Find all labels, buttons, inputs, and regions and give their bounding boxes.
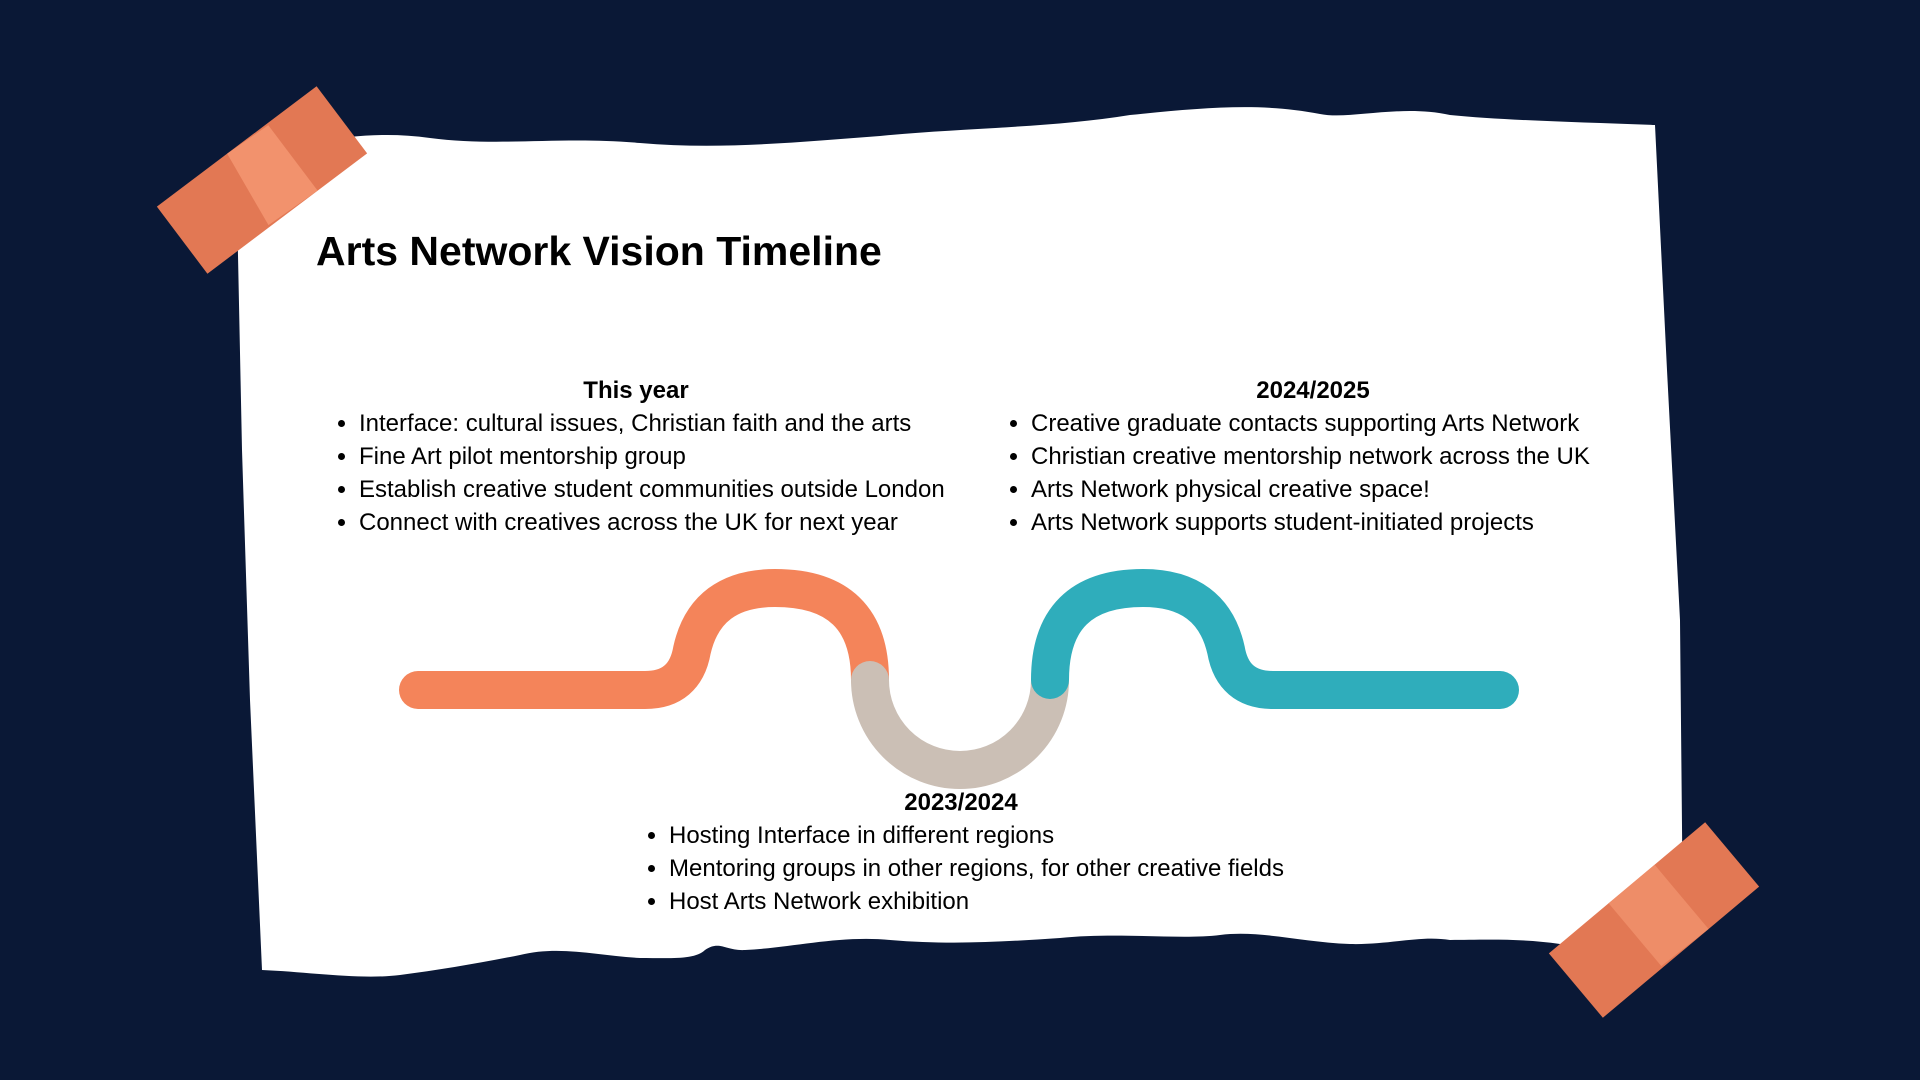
timeline-segment-2023-2024: [851, 661, 1069, 789]
phase-2024-2025: 2024/2025 Creative graduate contacts sup…: [988, 374, 1638, 539]
timeline-segment-this-year: [399, 568, 889, 709]
phase-item: Mentoring groups in other regions, for o…: [669, 852, 1296, 885]
timeline-track: [399, 568, 1519, 789]
phase-this-year: This year Interface: cultural issues, Ch…: [316, 374, 956, 539]
phase-item: Creative graduate contacts supporting Ar…: [1031, 407, 1638, 440]
paper-sheet: [236, 107, 1683, 977]
phase-item: Arts Network physical creative space!: [1031, 473, 1638, 506]
tape-bottom-right: [1548, 822, 1760, 1018]
phase-heading: This year: [583, 377, 689, 404]
phase-item: Arts Network supports student-initiated …: [1031, 506, 1638, 539]
phase-item: Christian creative mentorship network ac…: [1031, 440, 1638, 473]
phase-item: Hosting Interface in different regions: [669, 819, 1296, 852]
phase-item-list: Hosting Interface in different regions M…: [626, 819, 1296, 918]
phase-heading: 2023/2024: [904, 789, 1018, 816]
phase-2023-2024: 2023/2024 Hosting Interface in different…: [626, 786, 1296, 918]
phase-item: Interface: cultural issues, Christian fa…: [359, 407, 956, 440]
phase-item-list: Interface: cultural issues, Christian fa…: [316, 407, 956, 539]
tape-top-left: [156, 86, 368, 274]
page-title: Arts Network Vision Timeline: [316, 228, 882, 274]
phase-item: Host Arts Network exhibition: [669, 885, 1296, 918]
timeline-segment-2024-2025: [1031, 568, 1519, 709]
phase-item: Connect with creatives across the UK for…: [359, 506, 956, 539]
phase-heading: 2024/2025: [1256, 377, 1370, 404]
phase-item: Fine Art pilot mentorship group: [359, 440, 956, 473]
phase-item: Establish creative student communities o…: [359, 473, 956, 506]
phase-item-list: Creative graduate contacts supporting Ar…: [988, 407, 1638, 539]
